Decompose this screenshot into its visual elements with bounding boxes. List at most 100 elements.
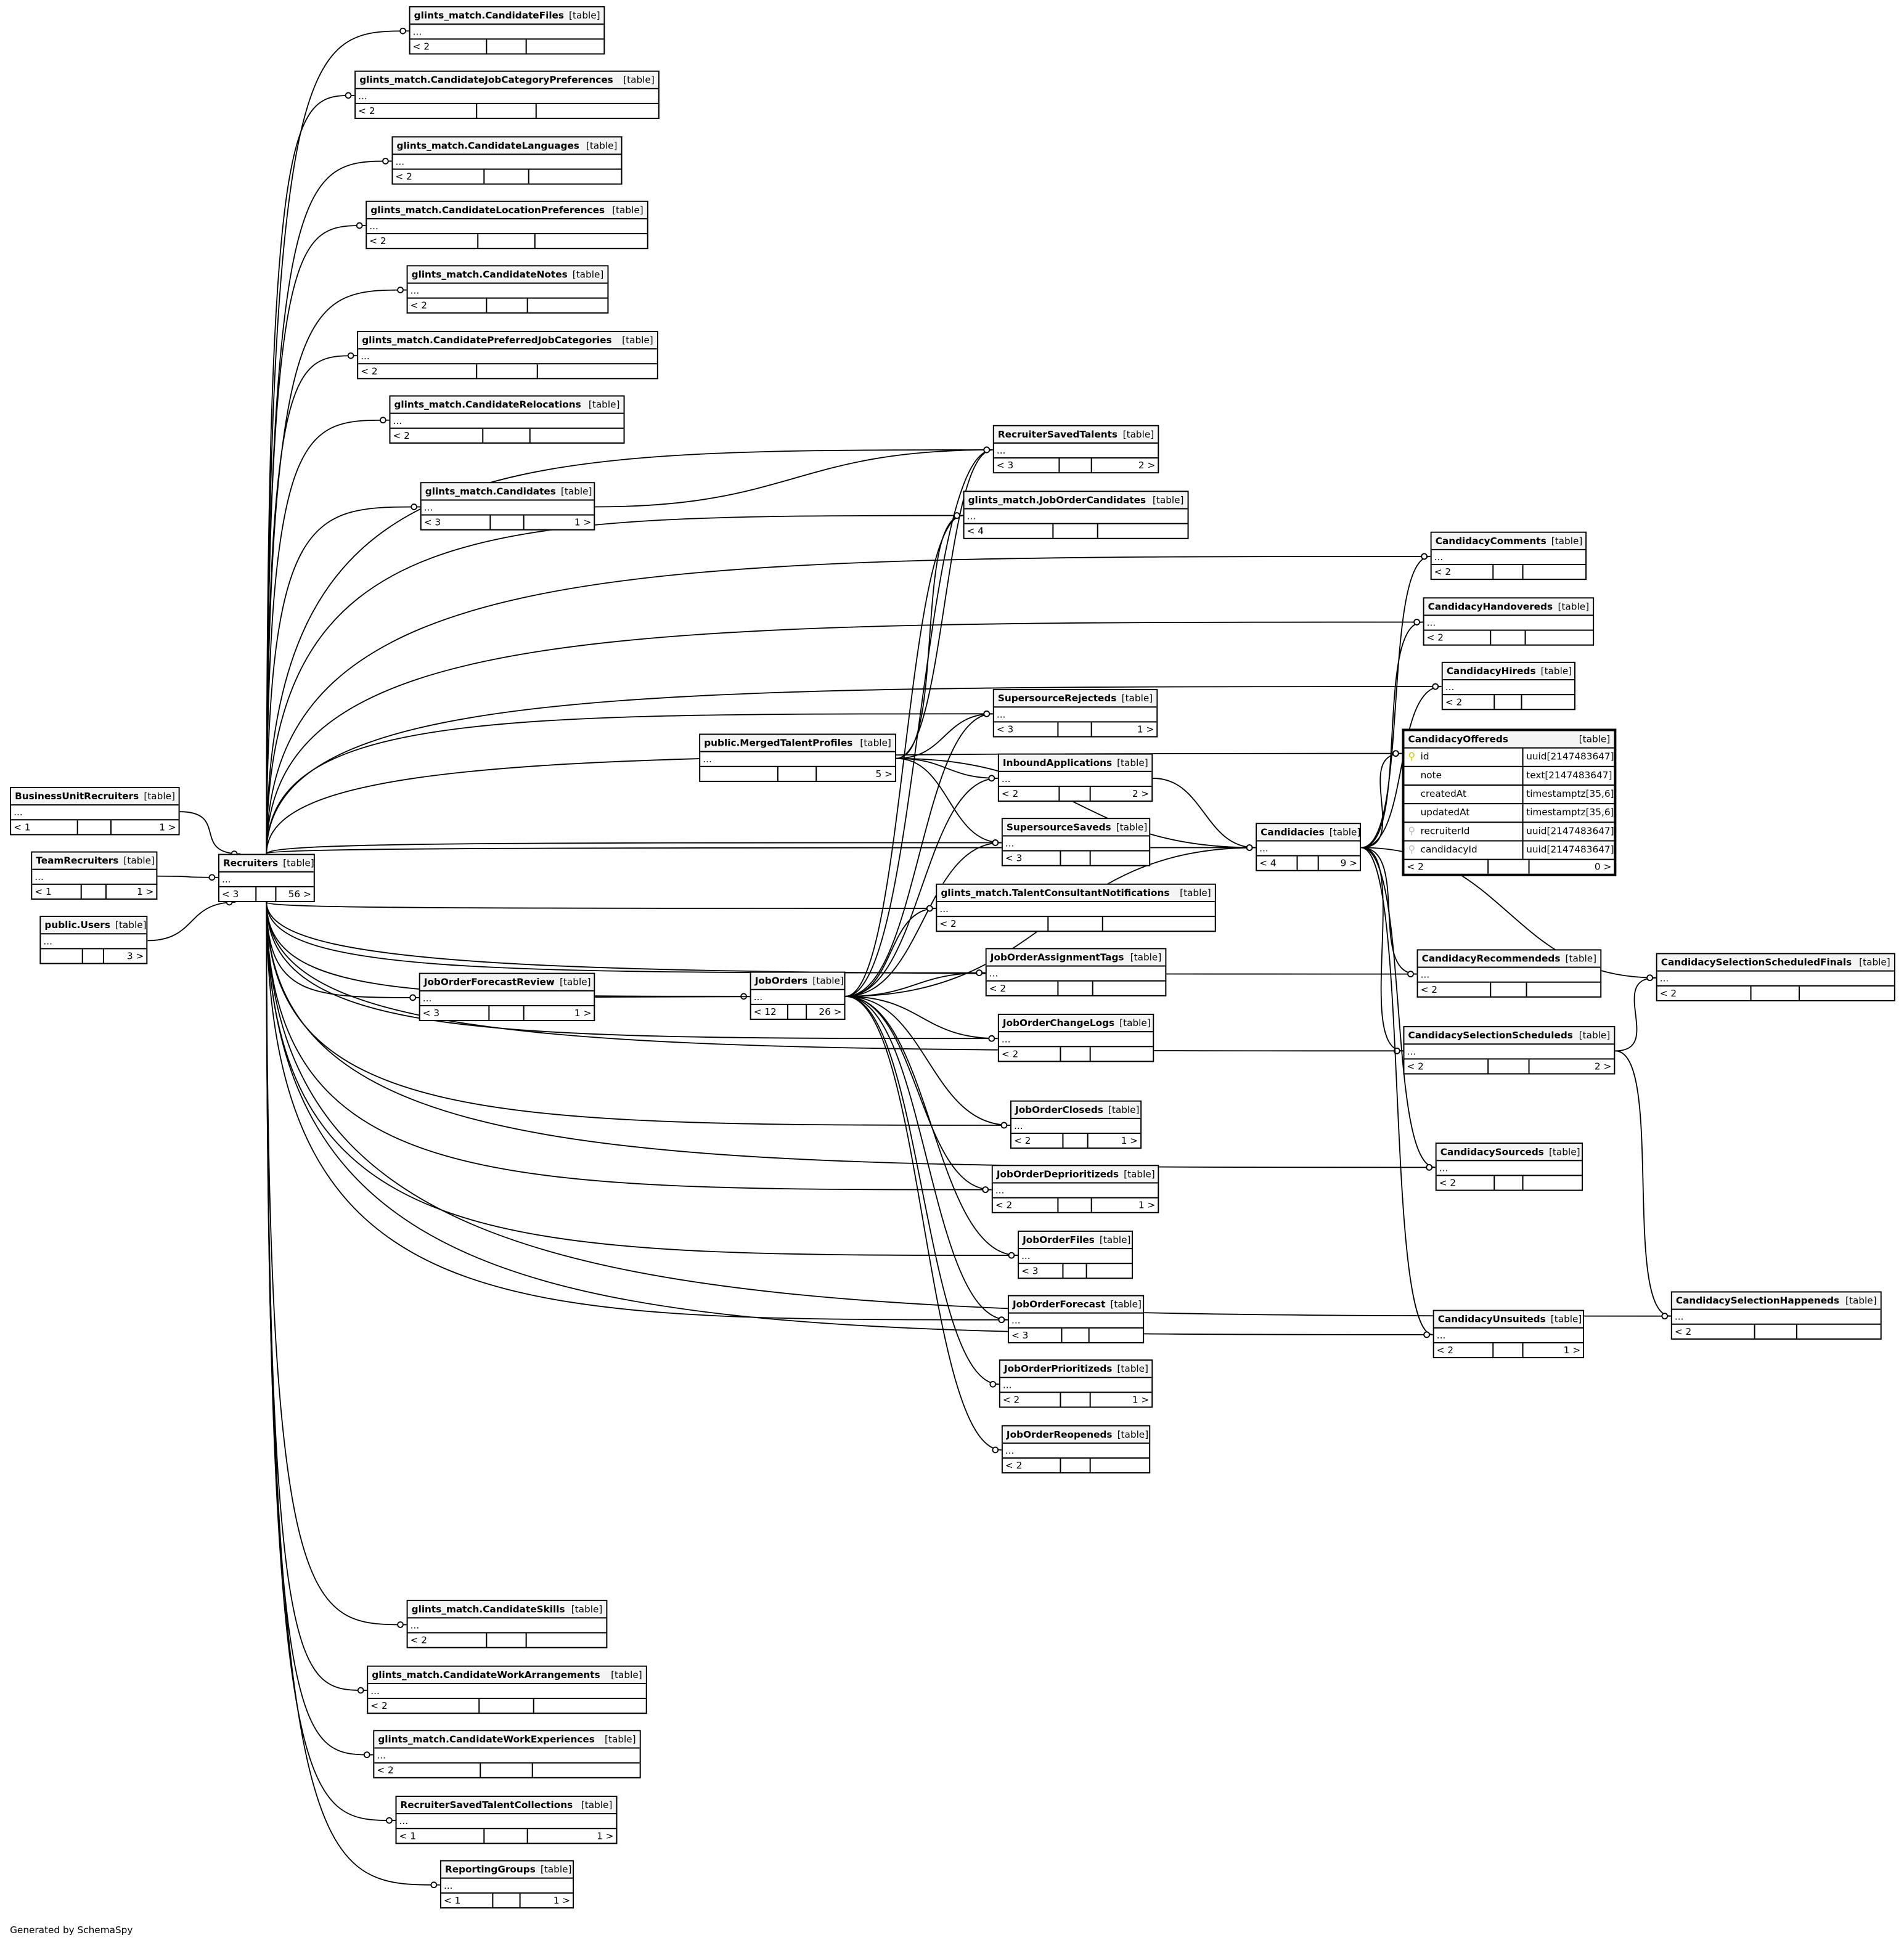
table-name[interactable]: glints_match.JobOrderCandidates bbox=[968, 494, 1146, 505]
children-link[interactable]: 1 > bbox=[1132, 1393, 1150, 1405]
table-name[interactable]: glints_match.CandidatePreferredJobCatego… bbox=[362, 334, 612, 346]
children-link[interactable] bbox=[1797, 1325, 1881, 1338]
parents-link[interactable]: < 1 bbox=[32, 884, 82, 898]
parents-link[interactable] bbox=[700, 767, 778, 781]
children-link[interactable] bbox=[537, 104, 658, 118]
table-name[interactable]: Candidacies bbox=[1260, 826, 1325, 837]
parents-link[interactable]: < 3 bbox=[1019, 1264, 1064, 1278]
parents-link[interactable]: < 2 bbox=[408, 298, 488, 312]
children-link[interactable]: 1 > bbox=[136, 886, 154, 897]
children-link[interactable] bbox=[1098, 524, 1188, 538]
table-name[interactable]: CandidacyRecommendeds bbox=[1421, 952, 1561, 964]
table-name[interactable]: CandidacySelectionScheduledFinals bbox=[1661, 956, 1852, 967]
table-name[interactable]: CandidacyComments bbox=[1435, 535, 1546, 547]
table-header[interactable]: glints_match.CandidateLanguages[table] bbox=[393, 137, 621, 155]
parents-link[interactable]: < 3 bbox=[420, 1006, 490, 1020]
table-name[interactable]: JobOrderCloseds bbox=[1015, 1104, 1103, 1115]
children-link[interactable]: 1 > bbox=[1563, 1344, 1581, 1356]
table-header[interactable]: glints_match.CandidateSkills[table] bbox=[407, 1601, 607, 1619]
children-link[interactable]: 9 > bbox=[1340, 857, 1358, 869]
table-name[interactable]: RecruiterSavedTalentCollections bbox=[400, 1799, 573, 1811]
table-header[interactable]: glints_match.CandidateJobCategoryPrefere… bbox=[356, 71, 658, 89]
table-cskill[interactable]: glints_match.CandidateSkills[table]...< … bbox=[406, 1600, 608, 1648]
parents-link[interactable]: < 2 bbox=[987, 981, 1058, 995]
table-header[interactable]: CandidacySelectionScheduleds[table] bbox=[1404, 1027, 1614, 1045]
children-link[interactable] bbox=[1524, 565, 1585, 579]
parents-link[interactable]: < 2 bbox=[390, 428, 484, 442]
children-link[interactable]: 1 > bbox=[1121, 1134, 1138, 1146]
children-link[interactable] bbox=[1089, 1329, 1143, 1342]
children-link[interactable] bbox=[1522, 695, 1574, 709]
table-name[interactable]: glints_match.CandidateLanguages bbox=[396, 139, 579, 151]
children-link[interactable]: 1 > bbox=[1137, 723, 1154, 735]
table-header[interactable]: JobOrderForecastReview[table] bbox=[420, 974, 594, 992]
table-cssf[interactable]: CandidacySelectionScheduledFinals[table]… bbox=[1656, 953, 1895, 1001]
table-header[interactable]: glints_match.JobOrderCandidates[table] bbox=[964, 492, 1188, 510]
table-name[interactable]: CandidacyOffereds bbox=[1408, 733, 1508, 745]
table-header[interactable]: JobOrderDeprioritizeds[table] bbox=[992, 1166, 1158, 1184]
table-name[interactable]: SupersourceSaveds bbox=[1006, 821, 1111, 833]
parents-link[interactable]: < 2 bbox=[999, 786, 1060, 801]
table-name[interactable]: glints_match.TalentConsultantNotificatio… bbox=[941, 887, 1170, 898]
children-link[interactable] bbox=[534, 1764, 640, 1777]
children-link[interactable]: 2 > bbox=[1138, 459, 1156, 471]
parents-link[interactable]: < 2 bbox=[1011, 1134, 1063, 1148]
parents-link[interactable]: < 2 bbox=[1418, 982, 1491, 996]
table-cfiles[interactable]: glints_match.CandidateFiles[table]...< 2 bbox=[409, 6, 605, 55]
children-link[interactable] bbox=[537, 364, 657, 378]
table-header[interactable]: Recruiters[table] bbox=[219, 855, 314, 873]
table-header[interactable]: CandidacySelectionHappeneds[table] bbox=[1672, 1292, 1881, 1310]
table-users[interactable]: public.Users[table]...3 > bbox=[39, 916, 148, 964]
parents-link[interactable]: < 2 bbox=[1437, 1176, 1495, 1190]
table-mtp[interactable]: public.MergedTalentProfiles[table]...5 > bbox=[699, 733, 896, 782]
table-header[interactable]: glints_match.CandidateNotes[table] bbox=[407, 266, 608, 284]
parents-link[interactable]: < 4 bbox=[965, 524, 1054, 538]
parents-link[interactable]: < 2 bbox=[393, 169, 484, 184]
table-name[interactable]: JobOrderForecast bbox=[1012, 1298, 1106, 1310]
table-header[interactable]: glints_match.CandidatePreferredJobCatego… bbox=[358, 332, 657, 350]
parents-link[interactable]: < 4 bbox=[1257, 856, 1298, 870]
children-link[interactable]: 1 > bbox=[574, 516, 592, 528]
table-name[interactable]: RecruiterSavedTalents bbox=[997, 428, 1118, 440]
parents-link[interactable]: < 3 bbox=[1009, 1328, 1063, 1342]
children-link[interactable] bbox=[1090, 852, 1149, 865]
parents-link[interactable]: < 3 bbox=[1003, 851, 1061, 865]
children-link[interactable]: 2 > bbox=[1594, 1060, 1612, 1072]
parents-link[interactable]: < 1 bbox=[441, 1893, 494, 1907]
children-link[interactable]: 1 > bbox=[553, 1894, 571, 1906]
table-header[interactable]: ReportingGroups[table] bbox=[441, 1861, 573, 1879]
table-header[interactable]: CandidacyHireds[table] bbox=[1442, 662, 1574, 681]
table-header[interactable]: glints_match.TalentConsultantNotificatio… bbox=[937, 884, 1215, 903]
table-header[interactable]: CandidacyUnsuiteds[table] bbox=[1434, 1311, 1583, 1329]
table-name[interactable]: JobOrderFiles bbox=[1023, 1234, 1095, 1245]
table-name[interactable]: JobOrders bbox=[754, 975, 808, 987]
parents-link[interactable]: < 2 bbox=[937, 917, 1048, 931]
table-clang[interactable]: glints_match.CandidateLanguages[table]..… bbox=[391, 136, 623, 185]
children-link[interactable] bbox=[535, 1699, 646, 1713]
children-link[interactable] bbox=[530, 429, 623, 442]
table-name[interactable]: glints_match.Candidates bbox=[425, 485, 556, 497]
table-cjcp[interactable]: glints_match.CandidateJobCategoryPrefere… bbox=[354, 70, 660, 120]
table-rstc[interactable]: RecruiterSavedTalentCollections[table]..… bbox=[395, 1795, 618, 1844]
table-joat[interactable]: JobOrderAssignmentTags[table]...< 2 bbox=[985, 948, 1167, 996]
table-header[interactable]: SupersourceSaveds[table] bbox=[1002, 819, 1150, 837]
table-header[interactable]: glints_match.CandidateLocationPreference… bbox=[367, 202, 647, 219]
table-name[interactable]: glints_match.CandidateJobCategoryPrefere… bbox=[359, 74, 613, 86]
children-link[interactable] bbox=[1524, 1176, 1582, 1189]
table-joc[interactable]: glints_match.JobOrderCandidates[table]..… bbox=[963, 491, 1189, 539]
parents-link[interactable]: < 2 bbox=[1434, 1343, 1494, 1358]
table-name[interactable]: TeamRecruiters bbox=[36, 854, 119, 866]
table-name[interactable]: SupersourceRejecteds bbox=[997, 692, 1117, 704]
table-jocl[interactable]: JobOrderChangeLogs[table]...< 2 bbox=[997, 1013, 1154, 1062]
children-link[interactable] bbox=[527, 1633, 607, 1647]
